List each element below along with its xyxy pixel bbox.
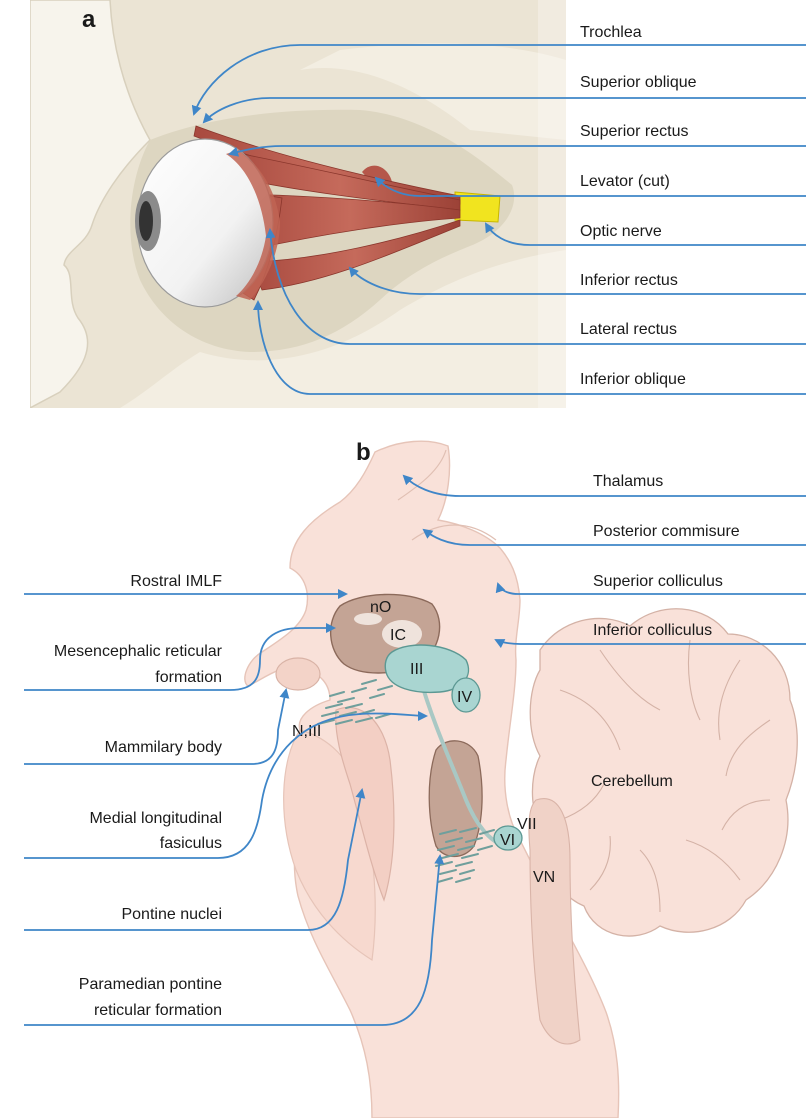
label-mlf-line1: Medial longitudinal	[89, 810, 222, 827]
label-trochlea: Trochlea	[580, 24, 642, 41]
orbit-illustration	[30, 0, 566, 408]
structure-no: nO	[370, 599, 391, 616]
label-mesencephalic-line1: Mesencephalic reticular	[54, 643, 223, 660]
structure-cerebellum: Cerebellum	[591, 773, 673, 790]
structure-vn: VN	[533, 869, 555, 886]
pupil	[139, 201, 153, 241]
label-superior-oblique: Superior oblique	[580, 74, 697, 91]
label-inferior-oblique: Inferior oblique	[580, 371, 686, 388]
label-optic-nerve: Optic nerve	[580, 223, 662, 240]
label-mammilary-body: Mammilary body	[105, 739, 222, 756]
structure-ic: IC	[390, 627, 406, 644]
label-pprf-line2: reticular formation	[94, 1002, 222, 1019]
label-thalamus: Thalamus	[593, 473, 663, 490]
label-rostral-imlf: Rostral IMLF	[130, 573, 222, 590]
panel-a-letter: a	[82, 6, 96, 33]
label-levator: Levator (cut)	[580, 173, 670, 190]
label-superior-colliculus: Superior colliculus	[593, 573, 723, 590]
structure-iv: IV	[457, 689, 472, 706]
panel-a-edge	[538, 0, 566, 408]
structure-iii: III	[410, 661, 423, 678]
label-mesencephalic-line2: formation	[155, 669, 222, 686]
label-pprf-line1: Paramedian pontine	[79, 976, 222, 993]
label-superior-rectus: Superior rectus	[580, 123, 689, 140]
label-inferior-rectus: Inferior rectus	[580, 272, 678, 289]
label-inferior-colliculus: Inferior colliculus	[593, 622, 712, 639]
structure-vii: VII	[517, 816, 537, 833]
panel-a: a Trochlea Superior oblique Superior rec…	[30, 0, 806, 408]
label-pontine-nuclei: Pontine nuclei	[121, 906, 222, 923]
mammilary-body	[276, 658, 320, 690]
panel-b: b	[24, 439, 806, 1118]
label-lateral-rectus: Lateral rectus	[580, 321, 677, 338]
label-mlf-line2: fasiculus	[160, 835, 222, 852]
panel-b-letter: b	[356, 439, 371, 466]
label-posterior-commisure: Posterior commisure	[593, 523, 740, 540]
structure-vi: VI	[500, 832, 515, 849]
